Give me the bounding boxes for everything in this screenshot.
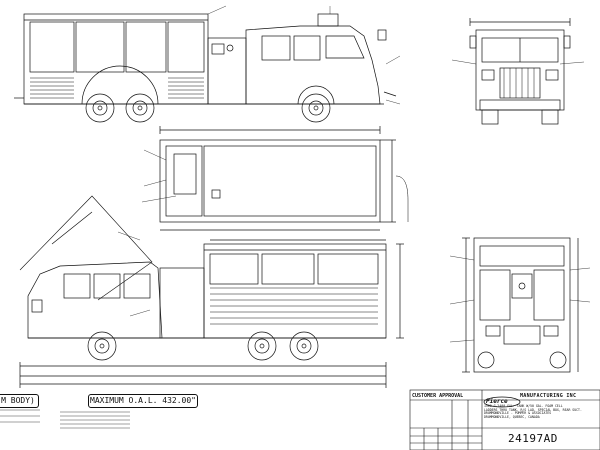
manufacturer-logo: Pierce bbox=[486, 398, 508, 405]
spec-line: 1500-G-2400 GAL. TANK W/50 GAL. FOAM CEL… bbox=[484, 404, 563, 408]
side-view-bottom bbox=[19, 195, 404, 388]
side-view-top bbox=[14, 13, 397, 123]
spec-notes: 1500-G-2400 GAL. TANK W/50 GAL. FOAM CEL… bbox=[484, 404, 600, 419]
plan-view bbox=[159, 126, 409, 231]
notes-block bbox=[0, 409, 130, 429]
max-oal-label: MAXIMUM O.A.L. 432.00" bbox=[88, 394, 198, 408]
spec-line: DRUMMONDVILLE, QUEBEC, CANADA bbox=[484, 414, 540, 419]
drawing-number: 24197AD bbox=[508, 432, 558, 445]
callout-leaders bbox=[117, 5, 591, 343]
spec-line: LADDERS THRU TANK, R/S LAD, SPECIAL BOX,… bbox=[484, 407, 582, 412]
body-type-label: M BODY) bbox=[0, 394, 39, 408]
manufacturer-name: MANUFACTURING INC bbox=[520, 393, 577, 399]
rear-view bbox=[462, 237, 579, 373]
customer-approval-title: CUSTOMER APPROVAL bbox=[412, 393, 464, 399]
front-view bbox=[469, 18, 571, 125]
title-block bbox=[409, 389, 600, 450]
spec-line: DRUMMONDVILLE - PUMPER & ASSOCIATES bbox=[484, 411, 552, 416]
